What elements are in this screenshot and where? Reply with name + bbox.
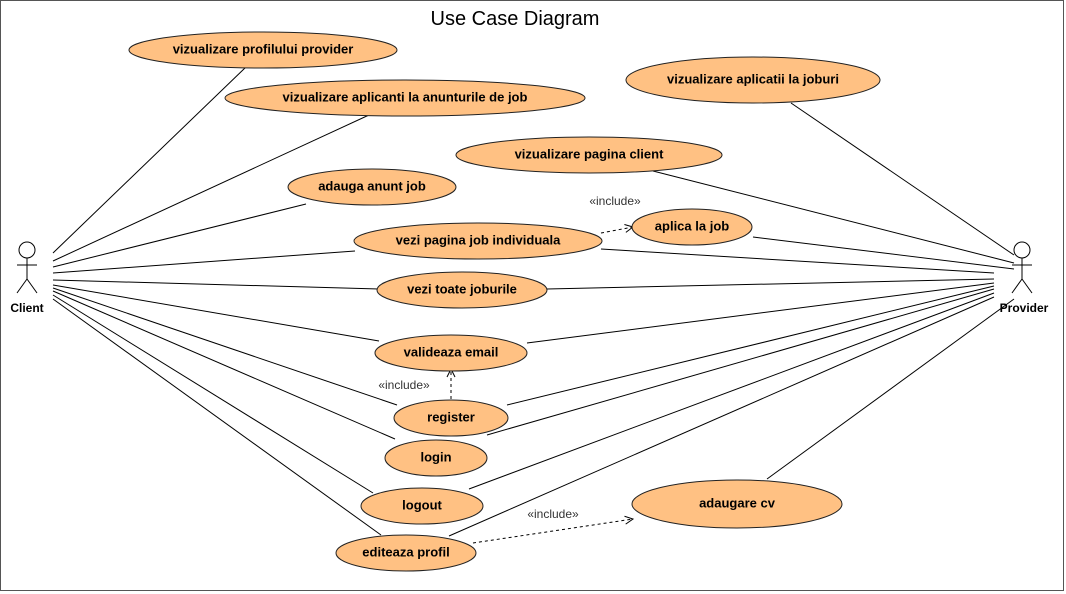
assoc-client-vizualizare-profil [52,66,247,254]
include-job-to-aplica [600,227,633,234]
assoc-client-editeaza-profil [52,298,382,536]
assoc-provider-aplica-job [752,236,1015,270]
label-register: register [427,409,475,424]
assoc-provider-vizualizare-pagina-client [652,170,1015,264]
usecase-vizualizare-aplicatii[interactable] [625,56,881,104]
usecase-vizualizare-aplicanti[interactable] [224,79,586,117]
use-cases [128,31,881,572]
usecase-vizualizare-pagina-client[interactable] [455,136,723,174]
usecase-register[interactable] [393,399,509,437]
usecase-editeaza-profil[interactable] [335,534,477,572]
assoc-provider-logout [468,292,995,490]
label-vizualizare-aplicanti: vizualizare aplicanti la anunturile de j… [283,89,528,104]
usecase-vizualizare-profil-provider[interactable] [128,31,398,69]
usecase-valideaza-email[interactable] [374,334,528,372]
use-case-labels: vizualizare profilului provider vizualiz… [173,41,839,559]
assoc-client-register [52,287,398,406]
label-login: login [420,449,451,464]
usecase-logout[interactable] [360,487,484,525]
provider-associations [448,102,1015,537]
provider-actor-figure[interactable] [1011,241,1033,294]
include-relations [451,227,633,544]
label-logout: logout [402,497,442,512]
usecase-vezi-job-individual[interactable] [353,222,603,260]
client-head [18,241,36,259]
usecase-aplica-job[interactable] [631,208,753,246]
label-aplica-job: aplica la job [655,218,729,233]
label-adauga-anunt: adauga anunt job [318,178,426,193]
provider-head [1013,241,1031,259]
assoc-provider-vezi-job-individual [600,248,995,274]
assoc-provider-vizualizare-aplicatii [790,102,1015,256]
provider-actor-label: Provider [1000,301,1049,315]
label-valideaza-email: valideaza email [404,344,499,359]
assoc-provider-adaugare-cv [766,298,1015,480]
provider-right-leg [1021,278,1033,294]
label-editeaza-profil: editeaza profil [362,544,449,559]
assoc-provider-register [506,285,995,406]
usecase-adauga-anunt[interactable] [287,168,457,206]
assoc-client-vizualizare-aplicanti [52,114,370,262]
usecase-login[interactable] [384,439,488,477]
assoc-client-logout [52,294,374,494]
usecase-adaugare-cv[interactable] [631,479,843,529]
client-left-leg [16,278,28,294]
include-label-cv: «include» [527,507,579,521]
label-vizualizare-pagina-client: vizualizare pagina client [515,146,664,161]
include-label-email: «include» [378,378,430,392]
include-label-aplica: «include» [589,194,641,208]
assoc-client-vezi-toate-joburile [52,279,380,290]
usecase-vezi-toate-joburile[interactable] [376,271,548,309]
label-vezi-job-individual: vezi pagina job individuala [396,232,561,247]
label-adaugare-cv: adaugare cv [699,495,776,510]
client-actor-label: Client [10,301,43,315]
client-associations [52,66,398,536]
label-vezi-toate-joburile: vezi toate joburile [407,281,517,296]
assoc-client-valideaza-email [52,284,380,342]
assoc-client-adauga-anunt [52,203,307,268]
provider-left-leg [1011,278,1023,294]
assoc-provider-valideaza-email [526,282,995,344]
assoc-provider-login [486,288,995,436]
client-actor-figure[interactable] [16,241,38,294]
diagram-title: Use Case Diagram [431,8,600,30]
assoc-provider-vezi-toate-joburile [546,278,995,290]
client-right-leg [26,278,38,294]
assoc-provider-editeaza-profil [448,296,995,537]
label-vizualizare-profil-provider: vizualizare profilului provider [173,41,354,56]
assoc-client-vezi-job-individual [52,250,356,274]
include-profil-to-cv [472,519,633,544]
assoc-client-login [52,290,396,440]
label-vizualizare-aplicatii: vizualizare aplicatii la joburi [667,71,839,86]
